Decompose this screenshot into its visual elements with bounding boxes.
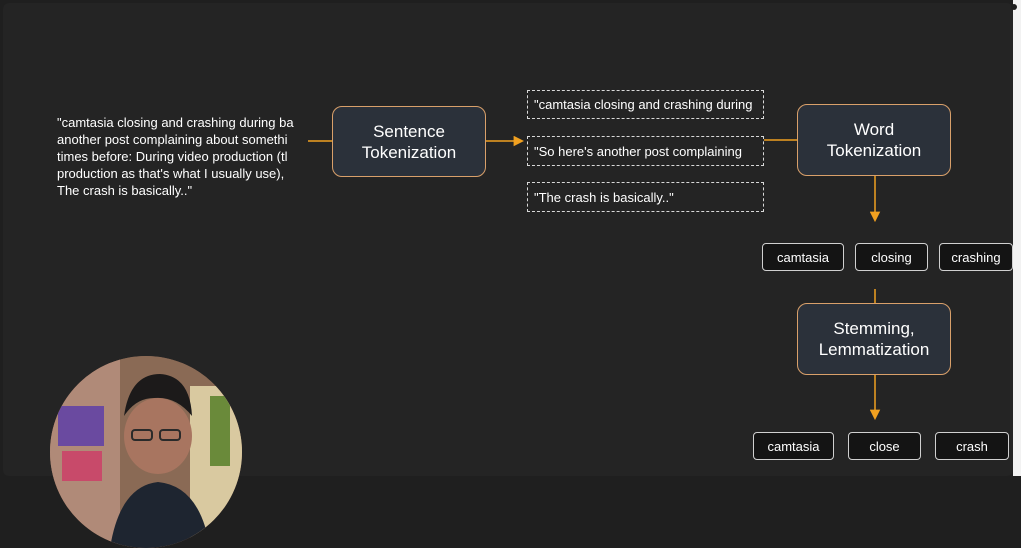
source-line: The crash is basically.." xyxy=(57,183,193,198)
stemming-lemmatization-node: Stemming, Lemmatization xyxy=(797,303,951,375)
stemmed-token: crash xyxy=(935,432,1009,460)
word-token: closing xyxy=(855,243,928,271)
node-label-line: Lemmatization xyxy=(818,340,930,359)
sentence-tokenization-node: Sentence Tokenization xyxy=(332,106,486,177)
sentence-box: "The crash is basically.." xyxy=(527,182,764,212)
node-label-line: Tokenization xyxy=(361,142,457,162)
presenter-image xyxy=(50,356,242,548)
source-paragraph: "camtasia closing and crashing during ba… xyxy=(57,114,296,199)
node-label-line: Stemming, xyxy=(833,319,915,338)
source-line: production as that's what I usually use)… xyxy=(57,166,285,181)
node-label-line: Sentence xyxy=(373,121,445,141)
window-edge xyxy=(1011,0,1021,476)
source-line: another post complaining about somethi xyxy=(57,132,288,147)
word-tokenization-node: Word Tokenization xyxy=(797,104,951,176)
sentence-box: "So here's another post complaining xyxy=(527,136,764,166)
word-token: camtasia xyxy=(762,243,844,271)
stemmed-token: close xyxy=(848,432,921,460)
node-label-line: Word xyxy=(853,120,895,139)
window-corner-dot xyxy=(1011,4,1017,10)
word-token: crashing xyxy=(939,243,1013,271)
source-line: "camtasia closing and crashing during ba xyxy=(57,115,294,130)
stemmed-token: camtasia xyxy=(753,432,834,460)
connector-arrows xyxy=(308,135,881,421)
presenter-webcam xyxy=(50,356,242,548)
source-line: times before: During video production (t… xyxy=(57,149,288,164)
sentence-box: "camtasia closing and crashing during xyxy=(527,90,764,119)
node-label-line: Tokenization xyxy=(826,141,922,160)
